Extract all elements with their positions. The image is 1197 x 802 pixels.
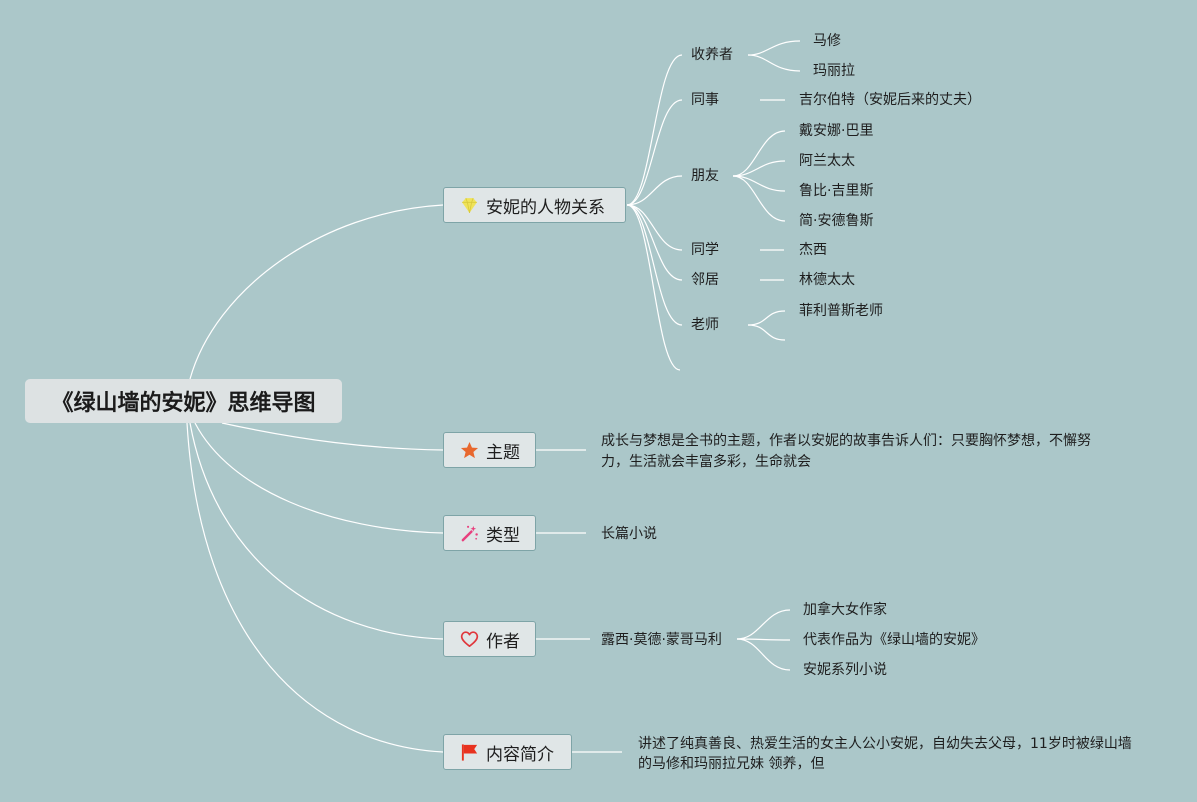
topic-theme[interactable]: 主题 — [443, 432, 536, 468]
flag-icon — [460, 743, 479, 762]
summary-text-line: 的马修和玛丽拉兄妹 领养，但 — [638, 756, 825, 772]
leaf-gilbert[interactable]: 吉尔伯特（安妮后来的丈夫） — [799, 92, 981, 108]
leaf-josie[interactable]: 杰西 — [799, 242, 827, 258]
link-root-relations — [189, 204, 444, 380]
topic-author[interactable]: 作者 — [443, 621, 536, 657]
link-root-summary — [186, 422, 444, 753]
topic-relations[interactable]: 安妮的人物关系 — [443, 187, 626, 223]
leaf-mrs-allan[interactable]: 阿兰太太 — [799, 153, 855, 169]
link-friends-2 — [732, 160, 786, 177]
leaf-marilla[interactable]: 玛丽拉 — [813, 63, 855, 79]
link-author-detail-3 — [736, 638, 791, 671]
theme-text-line: 成长与梦想是全书的主题，作者以安妮的故事告诉人们：只要胸怀梦想，不懈努 — [601, 433, 1091, 449]
root-topic[interactable]: 《绿山墙的安妮》思维导图 — [25, 379, 342, 423]
link-root-theme — [221, 422, 444, 451]
author-name[interactable]: 露西·莫德·蒙哥马利 — [601, 632, 722, 648]
magic-wand-icon — [460, 524, 479, 543]
link-relations-friends — [626, 175, 683, 206]
topic-author-label: 作者 — [486, 631, 520, 652]
star-icon — [460, 441, 479, 460]
genre-text[interactable]: 长篇小说 — [601, 526, 657, 542]
subtopic-teacher[interactable]: 老师 — [691, 317, 719, 333]
summary-text[interactable]: 讲述了纯真善良、热爱生活的女主人公小安妮，自幼失去父母，11岁时被绿山墙 的马修… — [638, 734, 1132, 774]
topic-genre[interactable]: 类型 — [443, 515, 536, 551]
author-detail-nationality[interactable]: 加拿大女作家 — [803, 602, 887, 618]
topic-relations-label: 安妮的人物关系 — [486, 197, 605, 218]
subtopic-friends[interactable]: 朋友 — [691, 168, 719, 184]
leaf-ruby[interactable]: 鲁比·吉里斯 — [799, 183, 874, 199]
link-relations-colleague — [626, 99, 683, 206]
subtopic-colleague[interactable]: 同事 — [691, 92, 719, 108]
link-relations-teacher — [626, 204, 683, 326]
link-friends-1 — [732, 130, 786, 177]
gem-icon — [460, 196, 479, 215]
author-detail-series[interactable]: 安妮系列小说 — [803, 662, 887, 678]
subtopic-neighbor[interactable]: 邻居 — [691, 272, 719, 288]
leaf-jane[interactable]: 简·安德鲁斯 — [799, 213, 874, 229]
leaf-mr-phillips[interactable]: 菲利普斯老师 — [799, 303, 883, 319]
link-root-author — [189, 422, 444, 640]
link-teacher-1 — [747, 310, 786, 326]
leaf-mrs-lynde[interactable]: 林德太太 — [799, 272, 855, 288]
root-title: 《绿山墙的安妮》思维导图 — [51, 391, 316, 416]
link-root-genre — [194, 422, 444, 534]
link-teacher-2 — [747, 324, 786, 341]
topic-summary[interactable]: 内容简介 — [443, 734, 572, 770]
topic-genre-label: 类型 — [486, 525, 520, 546]
theme-text-line: 力，生活就会丰富多彩，生命就会 — [601, 454, 811, 470]
link-adopters-1 — [747, 40, 801, 56]
summary-text-line: 讲述了纯真善良、热爱生活的女主人公小安妮，自幼失去父母，11岁时被绿山墙 — [638, 736, 1132, 752]
link-relations-classmate — [626, 204, 683, 251]
link-relations-adopters — [626, 54, 683, 206]
leaf-diana[interactable]: 戴安娜·巴里 — [799, 123, 874, 139]
subtopic-classmate[interactable]: 同学 — [691, 242, 719, 258]
theme-text[interactable]: 成长与梦想是全书的主题，作者以安妮的故事告诉人们：只要胸怀梦想，不懈努 力，生活… — [601, 431, 1091, 473]
leaf-matthew[interactable]: 马修 — [813, 33, 841, 49]
topic-summary-label: 内容简介 — [486, 744, 554, 765]
author-detail-work[interactable]: 代表作品为《绿山墙的安妮》 — [803, 632, 985, 648]
subtopic-adopters[interactable]: 收养者 — [691, 47, 733, 63]
link-adopters-2 — [747, 54, 801, 72]
link-relations-neighbor — [626, 204, 683, 281]
link-friends-4 — [732, 175, 786, 222]
link-author-detail-1 — [736, 609, 791, 640]
heart-icon — [460, 630, 479, 649]
link-relations-empty — [626, 204, 681, 371]
topic-theme-label: 主题 — [486, 442, 520, 463]
